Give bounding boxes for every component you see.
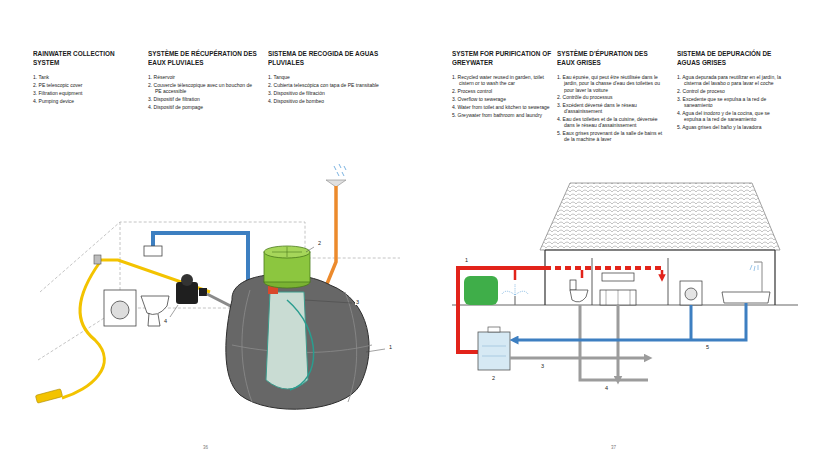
overflow-pipe (510, 357, 648, 360)
list-item: 4. Eau des toilettes et de la cuisine, d… (557, 116, 665, 128)
text-column: SISTEMA DE RECOGIDA DE AGUAS PLUVIALES 1.… (268, 50, 380, 105)
leader-lines (170, 247, 385, 352)
pump-motor (181, 274, 193, 286)
treatment-tank (478, 332, 510, 370)
callout-number: 2 (491, 375, 496, 381)
list-item: 3. Overflow to sewerage (452, 96, 552, 102)
washing-machine (680, 281, 702, 305)
recycled-water-arrows (515, 270, 662, 280)
list-item: 4. Agua del inodoro y de la cocina, que … (677, 110, 785, 122)
rain-inlet (326, 180, 346, 187)
column-heading: SISTEMA DE DEPURACIÓN DE AGUAS GRISES (677, 50, 785, 67)
column-heading: RAINWATER COLLECTION SYSTEM (33, 50, 141, 67)
pump-outlet (199, 288, 207, 296)
list-item: 2. PE telescopic cover (33, 82, 141, 88)
hedge (464, 276, 498, 305)
hose-nozzle (35, 389, 62, 403)
callout-number: 4 (604, 385, 609, 391)
list-item: 2. Control de proceso (677, 88, 785, 94)
rain-drops (334, 164, 346, 176)
list-item: 1. Eau épurée, qui peut être réutilisée … (557, 74, 665, 93)
text-column: SISTEMA DE DEPURACIÓN DE AGUAS GRISES 1. … (677, 50, 785, 132)
column-heading: SYSTÈME D'ÉPURATION DES EAUX GRISES (557, 50, 665, 67)
list-item: 3. Filtration equipment (33, 90, 141, 96)
toilet (570, 290, 588, 302)
list-item: 2. Cubierta telescópica con tapa de PE t… (268, 82, 380, 88)
list-item: 1. Tanque (268, 74, 380, 80)
washing-machine-door (685, 288, 697, 300)
text-column: SYSTEM FOR PURIFICATION OF GREYWATER 1. R… (452, 50, 552, 119)
page-number: 36 (202, 445, 209, 451)
page-number: 37 (610, 445, 617, 451)
tank-ribs (232, 290, 372, 402)
column-heading: SYSTEM FOR PURIFICATION OF GREYWATER (452, 50, 552, 67)
kitchen-counter (600, 290, 636, 305)
bathtub (722, 292, 770, 303)
list-item: 1. Agua depurada para reutilizar en el j… (677, 74, 785, 86)
tank-lid (488, 327, 500, 332)
greywater-branch (690, 305, 693, 340)
cover-ribs (272, 247, 302, 257)
text-column: SYSTÈME D'ÉPURATION DES EAUX GRISES 1. Ea… (557, 50, 665, 144)
callout-number: 2 (317, 240, 322, 246)
list-item: 2. Process control (452, 88, 552, 94)
list-item: 5. Aguas grises del baño y la lavadora (677, 124, 785, 130)
list-item: 4. Dispositivo de bombeo (268, 98, 380, 104)
rainwater-illustration (35, 164, 400, 409)
list-item: 4. Pumping device (33, 98, 141, 104)
house-walls (545, 250, 775, 305)
tank-water (482, 346, 506, 356)
list-item: 3. Dispositivo de filtración (268, 90, 380, 96)
kitchen-cabinets (606, 290, 630, 305)
list-item: 5. Eaux grises provenant de la salle de … (557, 130, 665, 142)
partition-walls (592, 258, 668, 305)
greywater-illustration (452, 183, 798, 380)
washing-machine (104, 290, 136, 326)
callout-number: 1 (464, 257, 469, 263)
text-column: RAINWATER COLLECTION SYSTEM 1. Tank 2. PE … (33, 50, 141, 105)
callout-number: 4 (163, 318, 168, 324)
text-column: SYSTÈME DE RÉCUPÉRATION DES EAUX PLUVIAL… (148, 50, 260, 112)
toilet-cistern (570, 280, 576, 290)
list-item: 1. Tank (33, 74, 141, 80)
list-item: 3. Excedente que se expulsa a la red de … (677, 96, 785, 108)
column-heading: SISTEMA DE RECOGIDA DE AGUAS PLUVIALES (268, 50, 380, 67)
callout-number: 1 (388, 344, 393, 350)
sprinkler (514, 296, 515, 305)
toilet-cistern (144, 246, 162, 256)
sprinkler-spray (502, 284, 528, 295)
column-heading: SYSTÈME DE RÉCUPÉRATION DES EAUX PLUVIAL… (148, 50, 260, 67)
filter-basket (266, 292, 308, 389)
washing-machine-door (111, 301, 129, 319)
cover-lid (264, 246, 310, 258)
list-item: 3. Excédent déversé dans le réseau d'ass… (557, 102, 665, 114)
greywater-pipe (514, 303, 746, 340)
list-item: 1. Recycled water reused in garden, toil… (452, 74, 552, 86)
recycled-water-pipe-dashed (545, 266, 662, 270)
sewerage-pipe (580, 305, 648, 380)
list-item: 4. Dispositif de pompage (148, 104, 260, 110)
list-item: 2. Couvercle télescopique avec un boucho… (148, 82, 260, 94)
list-item: 3. Dispositif de filtration (148, 96, 260, 102)
list-item: 2. Contrôle du processus (557, 94, 665, 100)
callout-number: 3 (355, 299, 360, 305)
wall-cabinet (602, 273, 634, 281)
callout-number: 5 (705, 344, 710, 350)
toilet-bowl (141, 296, 169, 326)
downpipe (322, 186, 336, 296)
shower-spray (750, 265, 758, 271)
tank (226, 274, 369, 409)
garden-hose (62, 260, 210, 398)
list-item: 5. Greywater from bathroom and laundry (452, 112, 552, 118)
wall-tap (94, 255, 101, 264)
floating-suction-hose (287, 300, 314, 390)
roof (540, 183, 780, 250)
list-item: 4. Water from toilet and kitchen to sewe… (452, 104, 552, 110)
list-item: 1. Réservoir (148, 74, 260, 80)
callout-number: 3 (540, 363, 545, 369)
